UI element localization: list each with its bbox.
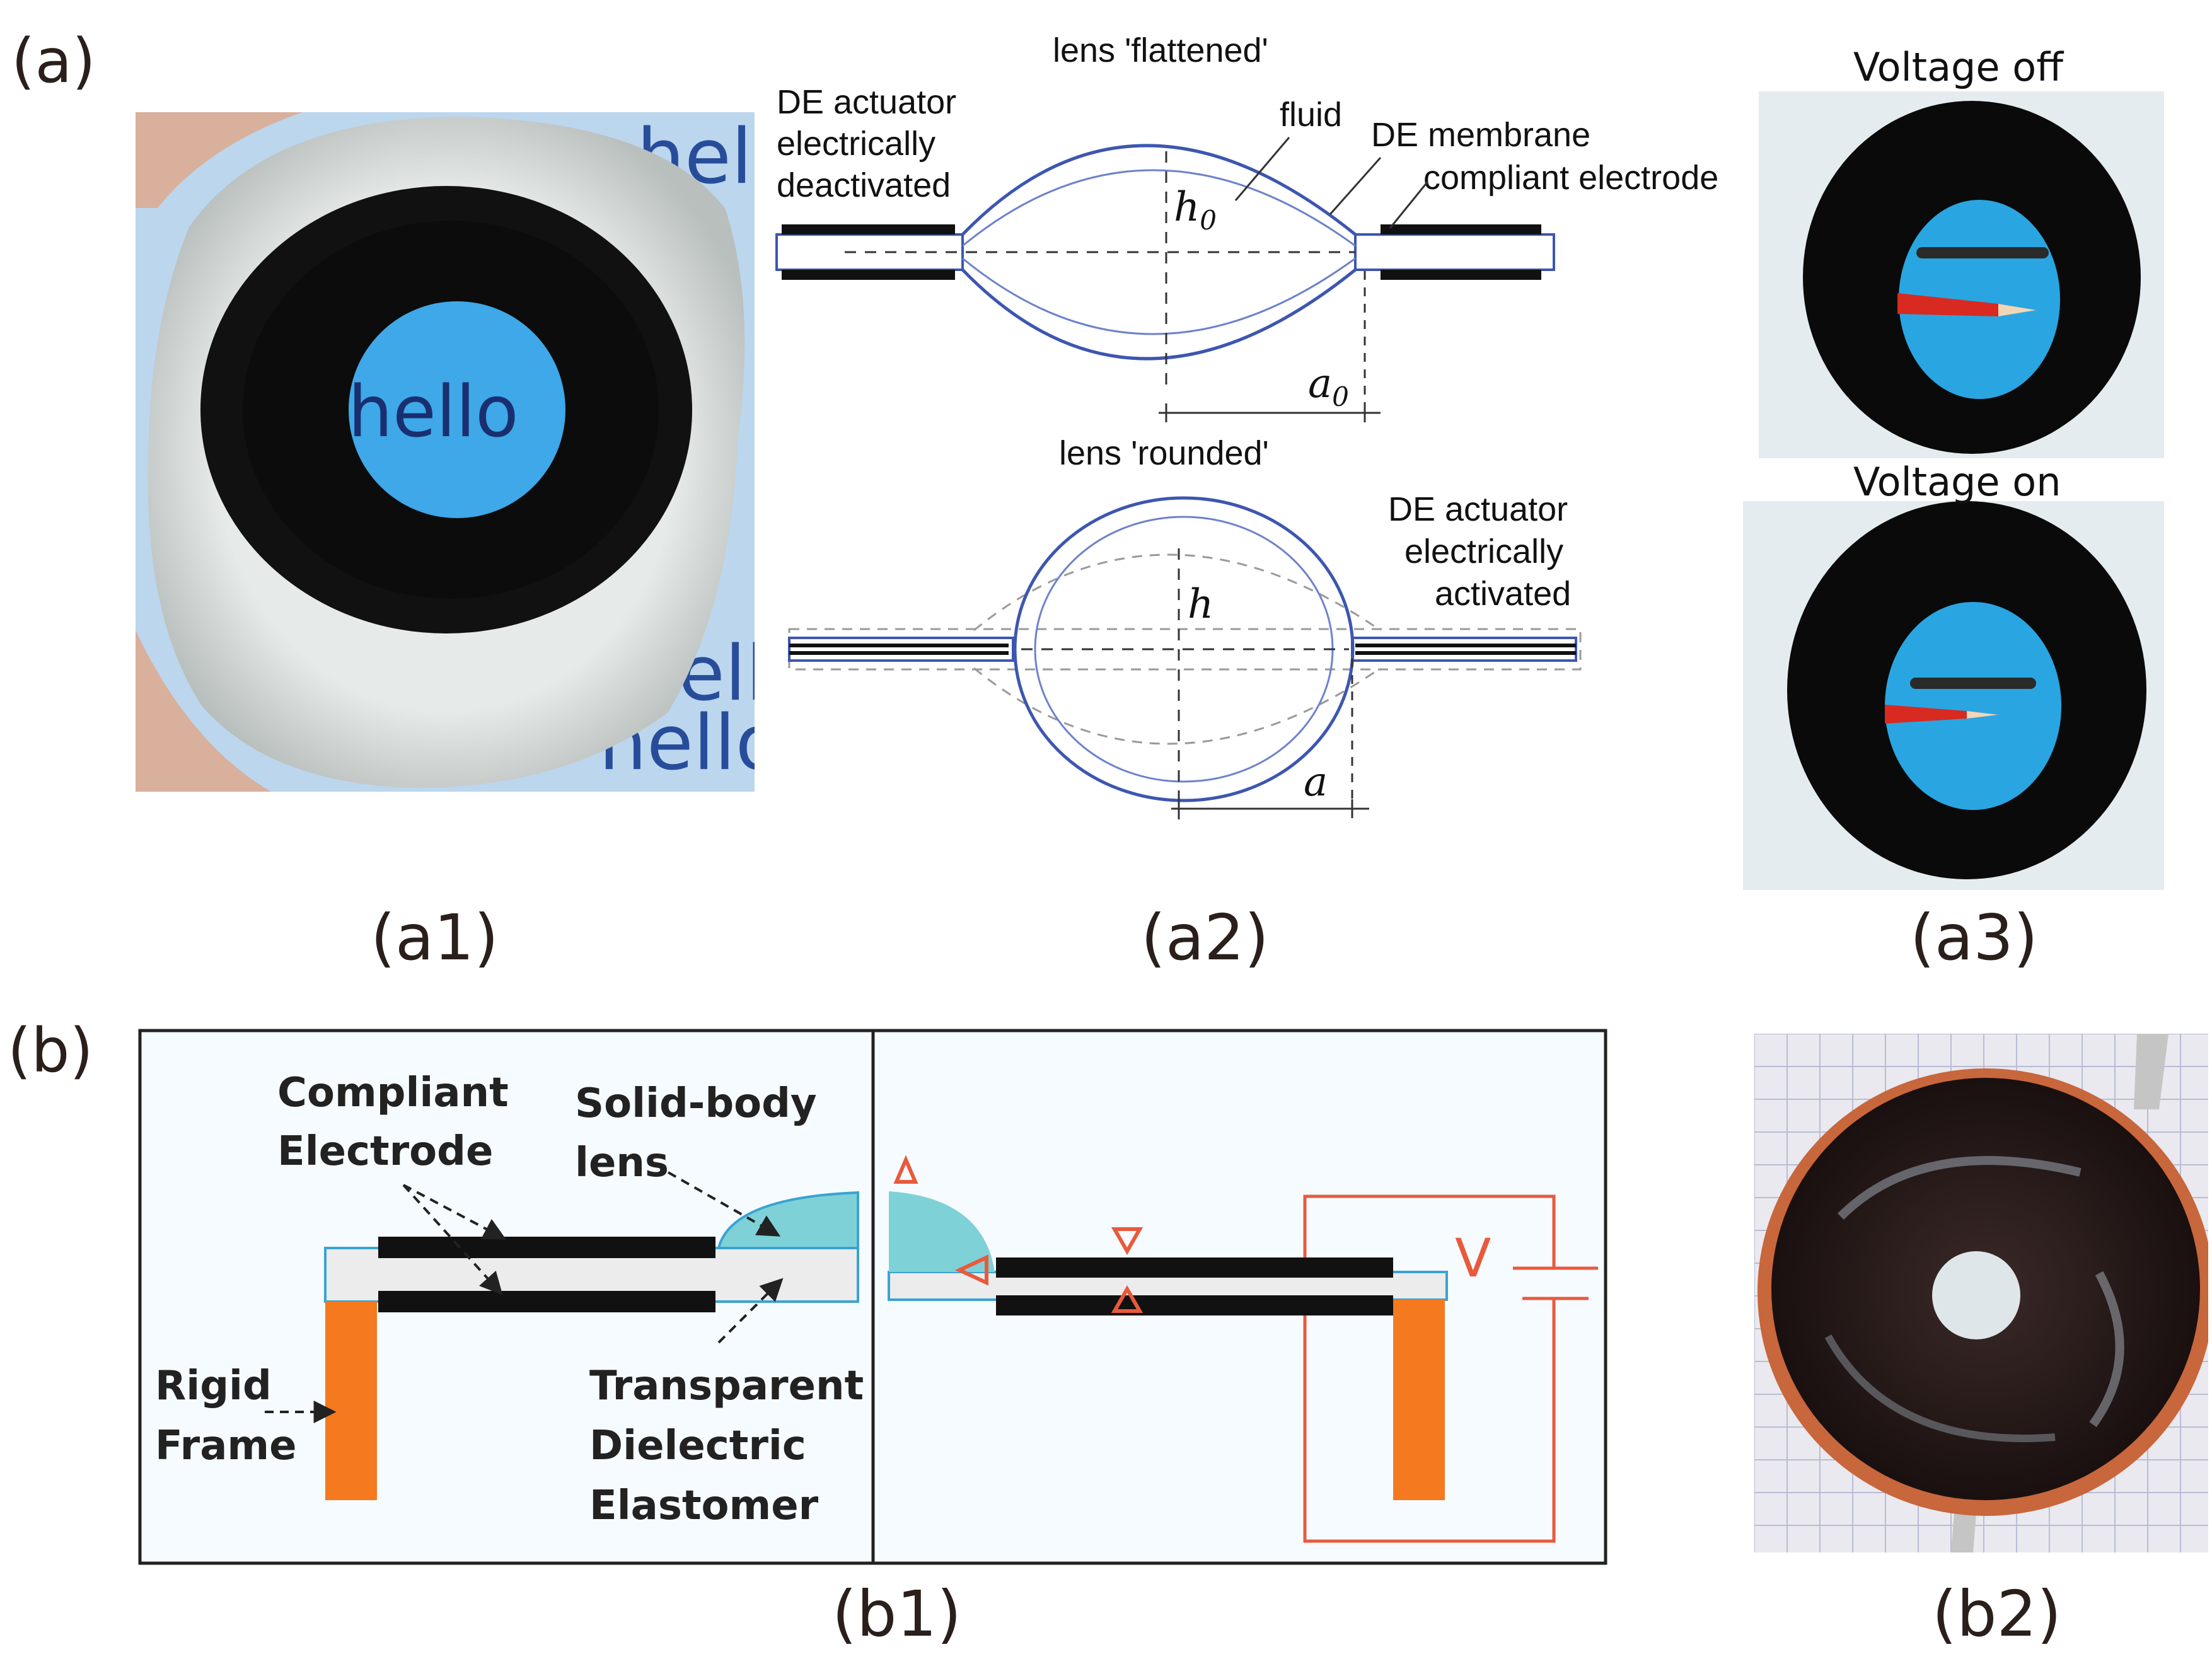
electrode-top-left <box>782 224 955 234</box>
lead-top <box>2134 1034 2169 1109</box>
label-fluid: fluid <box>1280 96 1342 134</box>
solid-lens-left <box>717 1191 859 1249</box>
label-membrane: DE membrane <box>1371 116 1590 154</box>
sub-label-b1: (b1) <box>832 1577 961 1651</box>
label-activated-3: activated <box>1435 575 1571 613</box>
label-deactivated-3: deactivated <box>777 166 951 204</box>
ghost-lens <box>973 553 1381 632</box>
label-electrode: compliant electrode <box>1423 159 1718 197</box>
lens-outer-round <box>1013 496 1355 802</box>
sub-label-b2: (b2) <box>1932 1577 2061 1651</box>
symbol-h0: h0 <box>1174 184 1217 236</box>
needle <box>1916 247 2049 258</box>
electrode-bot-left <box>378 1291 715 1312</box>
diagram-b1: Compliant Electrode Solid-body lens Rigi… <box>138 1029 1607 1565</box>
photo-b2 <box>1754 1034 2208 1552</box>
symbol-h: h <box>1188 581 1213 628</box>
photo-a1: hello hello hello hello <box>136 112 755 792</box>
diagram-a2: lens 'flattened' DE actuator electricall… <box>775 32 1718 819</box>
label-elastomer: Elastomer <box>589 1483 819 1529</box>
marker-up <box>893 1155 918 1184</box>
sub-label-a1: (a1) <box>371 901 499 974</box>
label-solid-body: Solid-body <box>575 1080 817 1127</box>
lens-inner-flat-bot <box>962 257 1356 335</box>
thin-plate-right <box>1351 637 1577 662</box>
window <box>1885 602 2061 810</box>
label-deactivated-1: DE actuator <box>777 83 956 121</box>
electrode-top-right <box>996 1257 1393 1278</box>
label-rigid: Rigid <box>155 1363 272 1409</box>
arrow-electrode-bot <box>402 1184 503 1295</box>
marker-left <box>954 1254 988 1286</box>
label-activated-2: electrically <box>1404 533 1563 570</box>
window <box>349 301 565 518</box>
membrane-plate-right <box>1354 233 1555 271</box>
solid-lens-right <box>889 1191 995 1272</box>
leader-electrode <box>1389 181 1429 229</box>
caption-rounded: lens 'rounded' <box>1059 434 1269 472</box>
center-window <box>1932 1251 2020 1339</box>
sub-label-a3: (a3) <box>1910 901 2038 974</box>
label-voltage-off: Voltage off <box>1853 44 2064 90</box>
electrode-top-left <box>378 1237 715 1258</box>
arrow-electrode-top <box>403 1184 507 1240</box>
label-voltage-on: Voltage on <box>1853 459 2061 505</box>
ghost-lens-bot <box>973 667 1381 745</box>
leader-membrane <box>1329 157 1382 215</box>
symbol-a: a <box>1304 759 1328 806</box>
electrode-bot-right <box>996 1295 1393 1315</box>
wire-bottom <box>1303 1298 1556 1543</box>
lens-outer-flat-bot <box>961 269 1357 361</box>
label-lens: lens <box>575 1140 669 1186</box>
needle <box>1910 678 2036 689</box>
rigid-frame-right <box>1393 1300 1445 1500</box>
photo-a3-on <box>1743 501 2164 890</box>
caption-flattened: lens 'flattened' <box>1053 32 1268 69</box>
label-frame: Frame <box>155 1423 296 1469</box>
leader-fluid <box>1234 137 1290 201</box>
wire-top <box>1303 1194 1556 1268</box>
rigid-frame-left <box>325 1302 377 1500</box>
panel-letter-a: (a) <box>11 26 96 96</box>
label-transparent: Transparent <box>589 1363 864 1409</box>
label-activated-1: DE actuator <box>1388 490 1568 528</box>
label-electrode: Electrode <box>277 1128 493 1175</box>
electrode-bot-right <box>1381 270 1541 280</box>
lens-inner-flat <box>962 169 1356 247</box>
panel-letter-b: (b) <box>8 1015 93 1086</box>
marker-up-2 <box>1111 1285 1144 1313</box>
electrode-bot-left <box>782 270 955 280</box>
finger <box>136 112 303 208</box>
voltage-label: V <box>1455 1227 1491 1289</box>
lens-outer-flat <box>961 144 1357 236</box>
label-deactivated-2: electrically <box>777 125 935 163</box>
finger <box>136 630 271 792</box>
thin-plate-left <box>788 637 1014 662</box>
window-hello: hello <box>348 371 519 453</box>
symbol-a0: a0 <box>1308 361 1349 412</box>
marker-down <box>1111 1227 1144 1256</box>
label-dielectric: Dielectric <box>589 1423 806 1469</box>
photo-a3-off <box>1759 91 2164 458</box>
electrode-top-right <box>1381 224 1541 234</box>
pencil <box>1885 705 1998 724</box>
sub-label-a2: (a2) <box>1141 901 1269 974</box>
arrow-lens <box>668 1171 781 1237</box>
label-compliant: Compliant <box>277 1070 509 1116</box>
